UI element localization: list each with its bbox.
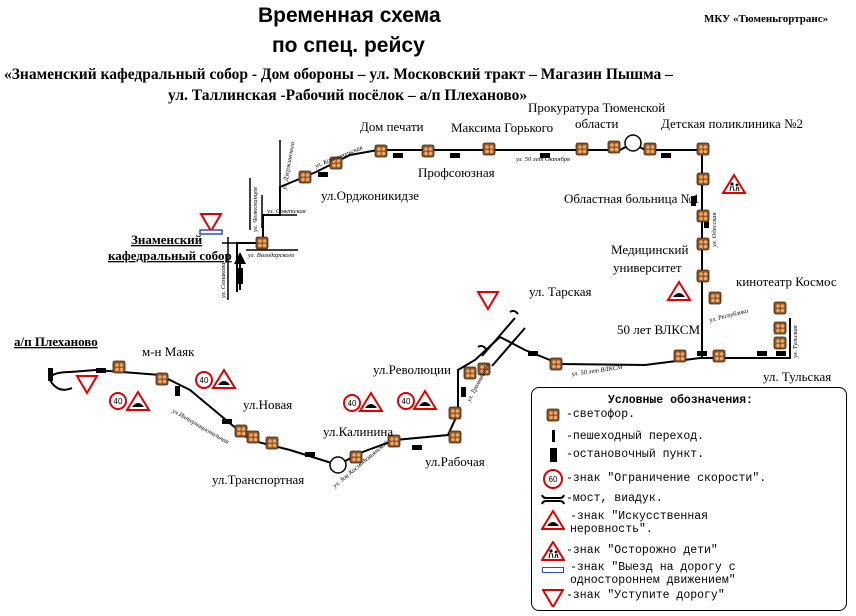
label-mayak: м-н Маяк: [142, 344, 195, 359]
label-tarskaya: ул. Тарская: [529, 284, 591, 299]
label-med-2: университет: [613, 260, 682, 275]
legend-item-bridge: -мост, виадук.: [540, 492, 663, 506]
title-line-1: Временная схема: [258, 4, 441, 27]
label-revolyutsii: ул.Революции: [373, 362, 451, 377]
speed-limit-sign-icon: 60: [543, 469, 563, 489]
svg-text:40: 40: [402, 397, 411, 406]
bus-stops: [96, 153, 786, 457]
legend-item-yield: -знак "Уступите дорогу": [540, 589, 725, 607]
street-respubliki: ул. Республики: [708, 307, 750, 324]
street-semakova: ул. Семакова: [220, 263, 227, 299]
bridge-icon: [477, 309, 526, 367]
legend-item-speed-limit: 60 -знак "Ограничение скорости".: [540, 468, 766, 490]
route-description-line-2: ул. Таллинская -Рабочий посёлок – а/п Пл…: [168, 87, 528, 104]
label-prokuratura-2: области: [575, 116, 618, 131]
street-odesskaya: ул. Одесская: [711, 212, 718, 248]
label-novaya: ул.Новая: [243, 397, 292, 412]
label-transportnaya: ул.Транспортная: [212, 472, 304, 487]
label-dom-pechati: Дом печати: [360, 119, 424, 134]
roundabout-icon: [329, 456, 347, 474]
legend-panel: Условные обозначения: -светофор. -пешехо…: [531, 387, 847, 611]
children-sign-icon: [722, 174, 746, 194]
speed-limit-sign-icon: 40 40 40 40: [109, 371, 415, 412]
label-rabochaya: ул.Рабочая: [425, 454, 485, 469]
legend-item-crosswalk: -пешеходный переход.: [540, 430, 704, 443]
label-maksima-gorkogo: Максима Горького: [451, 120, 553, 135]
street-chelyuskintsev: ул. Челюскинцев: [252, 187, 259, 233]
organization-label: МКУ «Тюменьгортранс»: [704, 13, 829, 25]
bus-stop-icon: [549, 448, 557, 462]
street-sovetskaya: ул. Советская: [266, 208, 306, 215]
svg-text:40: 40: [114, 397, 123, 406]
crosswalk-icon: [551, 430, 555, 442]
children-sign-icon: [541, 541, 565, 561]
label-profsoyuznaya: Профсоюзная: [418, 165, 495, 180]
svg-text:60: 60: [549, 475, 558, 484]
legend-item-stop: -остановочный пункт.: [540, 448, 704, 462]
roundabout-icon: [624, 134, 642, 152]
label-kosmos: кинотеатр Космос: [736, 274, 837, 289]
legend-item-one-way: -знак "Выезд на дорогу с одностороннем д…: [540, 561, 736, 587]
speed-bump-sign-icon: [541, 510, 565, 530]
one-way-exit-sign-icon: [542, 567, 564, 573]
label-detskaya: Детская поликлиника №2: [661, 116, 803, 131]
traffic-light-icon: [546, 408, 560, 422]
label-znamensky: Знаменский: [131, 232, 203, 247]
title-line-2: по спец. рейсу: [272, 34, 425, 57]
legend-item-traffic-light: -светофор.: [540, 408, 635, 422]
svg-text:40: 40: [200, 376, 209, 385]
label-med-1: Медицинский: [611, 242, 688, 257]
legend-item-speed-bump: -знак "Искусственная неровность".: [540, 510, 708, 536]
yield-sign-icon: [542, 589, 564, 607]
street-oktyabrya: ул. 50 лет Октября: [515, 156, 570, 163]
label-oblastnaya: Областная больница №1: [564, 191, 700, 206]
one-way-exit-sign-icon: [199, 229, 223, 235]
label-vlksm: 50 лет ВЛКСМ: [617, 322, 700, 337]
svg-text:40: 40: [348, 399, 357, 408]
label-kafedralny: кафедральный собор: [108, 248, 232, 263]
street-tulskaya: ул. Тульская: [792, 325, 799, 359]
street-volodarskogo: ул. Володарского: [247, 252, 295, 259]
label-tulskaya: ул. Тульская: [763, 369, 831, 384]
route-description-line-1: «Знаменский кафедральный собор - Дом обо…: [4, 66, 673, 83]
label-plekhanovo: а/п Плеханово: [14, 334, 98, 349]
street-vlksm: ул. 50 лет ВЛКСМ: [570, 364, 623, 378]
terminal-loop: [48, 371, 73, 391]
label-prokuratura-1: Прокуратура Тюменской: [528, 100, 665, 115]
bridge-icon: [541, 494, 565, 505]
label-ordzhonikidze: ул.Орджоникидзе: [321, 188, 419, 203]
street-dzerzhinskogo: ул. Дзержинского: [281, 140, 297, 191]
label-kalinina: ул.Калинина: [323, 424, 393, 439]
legend-title: Условные обозначения:: [608, 394, 753, 407]
legend-item-children: -знак "Осторожно дети": [540, 541, 718, 563]
street-internatsionalnaya: ул.Интернациональная: [170, 407, 230, 446]
